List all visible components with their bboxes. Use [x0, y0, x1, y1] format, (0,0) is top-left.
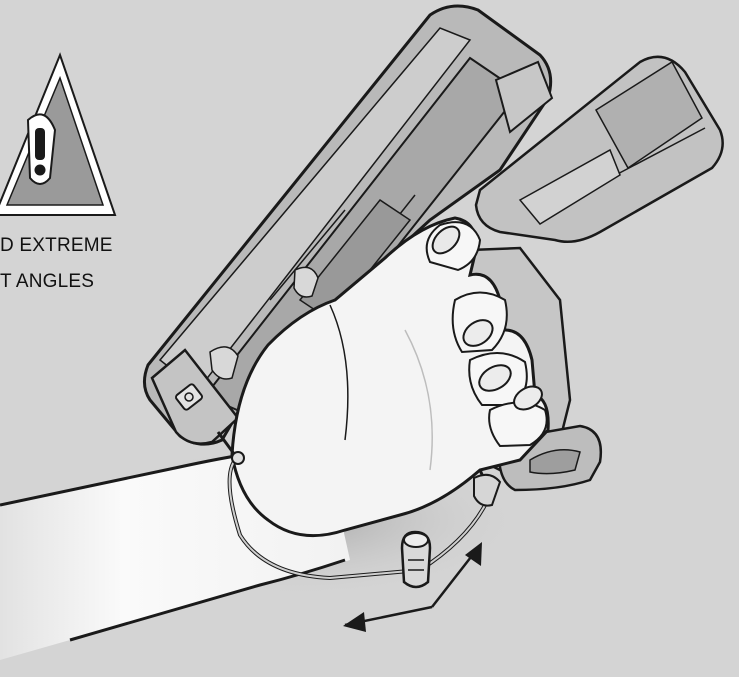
- warning-text-line-2: T ANGLES: [0, 271, 94, 292]
- cord-lock-slider: [402, 532, 430, 587]
- exclamation-mark-icon: [28, 114, 55, 184]
- warning-text-line-1: D EXTREME: [0, 235, 113, 256]
